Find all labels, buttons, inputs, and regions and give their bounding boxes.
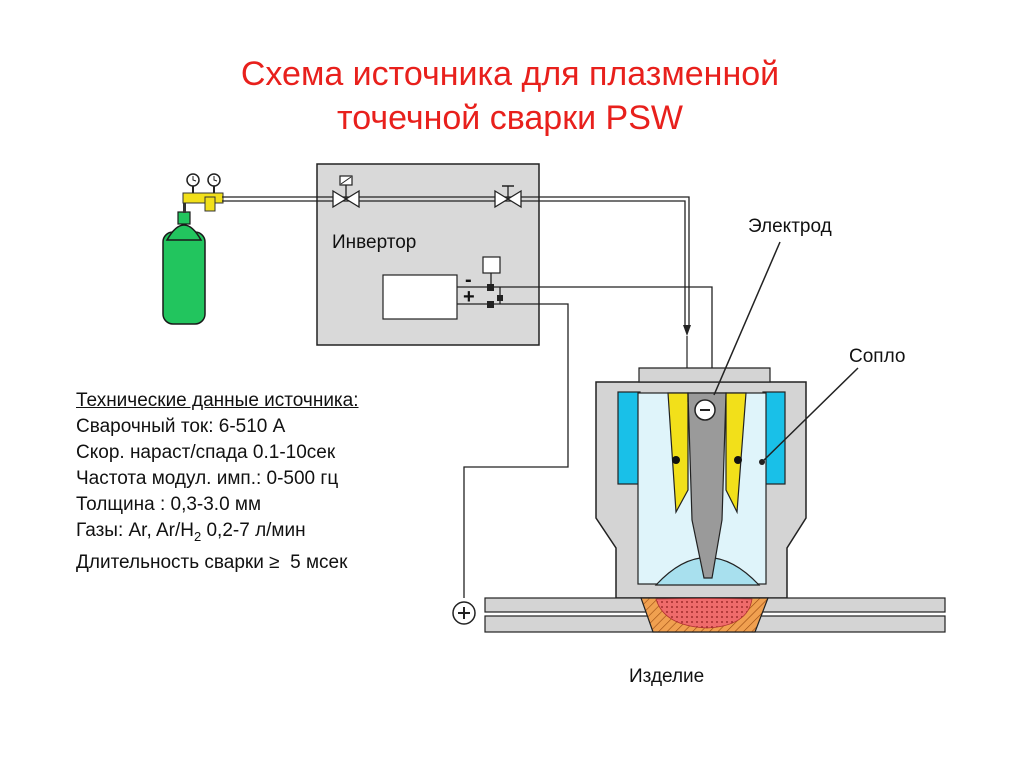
electrode-rod (687, 392, 727, 579)
inverter-control-module (382, 274, 458, 320)
water-jacket-left (617, 391, 641, 485)
technical-specs: Технические данные источника: Сварочный … (76, 388, 359, 576)
spec-weld-duration: Длительность сварки ≥ 5 мсек (76, 550, 359, 576)
gas-subscript: 2 (193, 528, 202, 544)
spec-label: Толщина : (76, 494, 171, 515)
manual-valve (494, 185, 522, 209)
gas-prefix: Газы: Ar, Ar/H (76, 520, 194, 541)
minus-terminal-point (487, 284, 494, 291)
spec-value: 0,3-3.0 мм (170, 494, 262, 515)
gas-suffix: 0,2-7 л/мин (201, 520, 306, 541)
spec-value: 0.1-10сек (252, 442, 336, 463)
seal-left (672, 456, 680, 464)
control-point (497, 295, 503, 301)
spec-thickness: Толщина : 0,3-3.0 мм (76, 492, 359, 518)
spec-gases: Газы: Ar, Ar/H2 0,2-7 л/мин (76, 518, 359, 550)
minus-terminal-label: - (465, 269, 472, 291)
workpiece-plates (484, 597, 946, 633)
spec-pulse-frequency: Частота модул. имп.: 0-500 гц (76, 466, 359, 492)
weld-pool (655, 598, 753, 629)
spec-symbol: ≥ (269, 551, 280, 573)
solenoid-valve (332, 175, 360, 209)
spec-label: Длительность сварки (76, 551, 270, 573)
inverter-label: Инвертор (332, 232, 417, 253)
workpiece-label: Изделие (629, 666, 705, 687)
electrical-circuit (457, 273, 713, 598)
plus-terminal-point (487, 301, 494, 308)
spec-value: 6-510 А (218, 416, 286, 437)
gas-cylinder (162, 203, 206, 325)
spec-ramp-speed: Скор. нараст/спада 0.1-10сек (76, 440, 359, 466)
gas-regulator (182, 173, 224, 212)
electrode-label: Электрод (748, 216, 832, 237)
plus-terminal-label: + (463, 286, 475, 308)
spec-label: Частота модул. имп.: (76, 468, 267, 489)
electrode-leader-line (713, 241, 781, 396)
diagram-title: Схема источника для плазменной точечной … (160, 52, 860, 140)
nozzle-leader-line (761, 367, 859, 463)
spec-label: Сварочный ток: (76, 416, 219, 437)
spec-welding-current: Сварочный ток: 6-510 А (76, 414, 359, 440)
title-line-2: точечной сварки PSW (337, 99, 683, 137)
relay-box (482, 256, 501, 274)
insulator-right (725, 392, 747, 515)
spec-label: Скор. нараст/спада (76, 442, 253, 463)
insulator-left (667, 392, 689, 515)
nozzle-leader-dot (759, 459, 765, 465)
spec-value: 5 мсек (279, 551, 348, 573)
gas-flow-arrow (683, 325, 691, 336)
plasma-torch (595, 367, 807, 599)
ground-connector (452, 601, 476, 625)
specs-header: Технические данные источника: (76, 390, 359, 411)
title-line-1: Схема источника для плазменной (240, 55, 780, 93)
gas-line (222, 196, 690, 325)
nozzle-label: Сопло (849, 346, 906, 367)
spec-value: 0-500 гц (266, 468, 339, 489)
seal-right (734, 456, 742, 464)
